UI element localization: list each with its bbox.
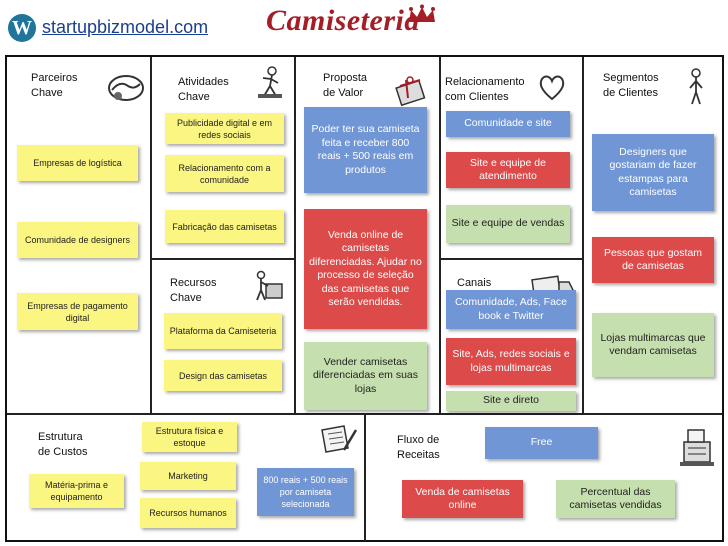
note-channel: Site e direto xyxy=(446,391,576,411)
person-icon xyxy=(689,68,703,105)
section-title-resources: Recursos Chave xyxy=(170,277,217,304)
section-title-activities: Atividades Chave xyxy=(178,76,229,103)
note-segment: Designers que gostariam de fazer estampa… xyxy=(592,134,714,211)
note-revenue: Free xyxy=(485,427,598,459)
note-value: Venda online de camisetas diferenciadas.… xyxy=(304,209,427,329)
note-activity: Relacionamento com a comunidade xyxy=(165,155,284,192)
section-title-costs: Estrutura de Custos xyxy=(38,431,88,458)
note-activity: Fabricação das camisetas xyxy=(165,210,284,243)
note-segment: Lojas multimarcas que vendam camisetas xyxy=(592,313,714,377)
note-channel: Site, Ads, redes sociais e lojas multima… xyxy=(446,338,576,385)
worker-machine-icon xyxy=(256,270,283,301)
note-cost: Recursos humanos xyxy=(140,498,236,528)
note-partner: Empresas de logística xyxy=(17,145,138,181)
note-relationship: Site e equipe de atendimento xyxy=(446,152,570,188)
section-title-revenue: Fluxo de Receitas xyxy=(397,434,440,461)
note-relationship: Comunidade e site xyxy=(446,111,570,137)
section-title-channels: Canais xyxy=(457,277,492,289)
note-value: Vender camisetas diferenciadas em suas l… xyxy=(304,342,427,410)
divider xyxy=(150,57,152,415)
note-cost: Matéria-prima e equipamento xyxy=(29,474,124,508)
note-cost: Estrutura física e estoque xyxy=(142,422,237,452)
note-segment: Pessoas que gostam de camisetas xyxy=(592,237,714,283)
note-relationship: Site e equipe de vendas xyxy=(446,205,570,243)
note-value: Poder ter sua camiseta feita e receber 8… xyxy=(304,107,427,193)
note-resource: Plataforma da Camiseteria xyxy=(164,313,282,349)
brand-logo: Camiseteria xyxy=(266,4,420,37)
note-revenue: Venda de camisetas online xyxy=(402,480,523,518)
cash-register-icon xyxy=(680,429,714,466)
divider xyxy=(151,258,295,260)
section-title-partners: Parceiros Chave xyxy=(31,72,78,99)
note-resource: Design das camisetas xyxy=(164,360,282,391)
divider xyxy=(294,57,296,415)
note-partner: Comunidade de designers xyxy=(17,222,138,258)
divider xyxy=(439,57,441,415)
wordpress-logo-icon: W xyxy=(8,14,36,42)
note-revenue: Percentual das camisetas vendidas xyxy=(556,480,675,518)
note-cost: 800 reais + 500 reais por camiseta selec… xyxy=(257,468,354,516)
site-url-link[interactable]: startupbizmodel.com xyxy=(42,17,209,37)
divider xyxy=(582,57,584,415)
handshake-icon xyxy=(108,75,144,101)
crown-icon xyxy=(409,4,435,22)
note-cost: Marketing xyxy=(140,462,236,490)
heart-icon xyxy=(539,75,565,101)
divider xyxy=(364,414,366,541)
note-channel: Comunidade, Ads, Face book e Twitter xyxy=(446,290,576,329)
gift-icon xyxy=(395,76,426,106)
business-model-canvas xyxy=(5,55,724,542)
note-partner: Empresas de pagamento digital xyxy=(17,293,138,330)
divider xyxy=(440,258,583,260)
pen-icon xyxy=(321,425,358,453)
worker-icon xyxy=(258,66,282,98)
note-activity: Publicidade digital e em redes sociais xyxy=(165,113,284,144)
section-title-segments: Segmentos de Clientes xyxy=(603,72,659,99)
section-title-relationships: Relacionamento com Clientes xyxy=(445,76,525,103)
section-title-value: Proposta de Valor xyxy=(323,72,368,99)
